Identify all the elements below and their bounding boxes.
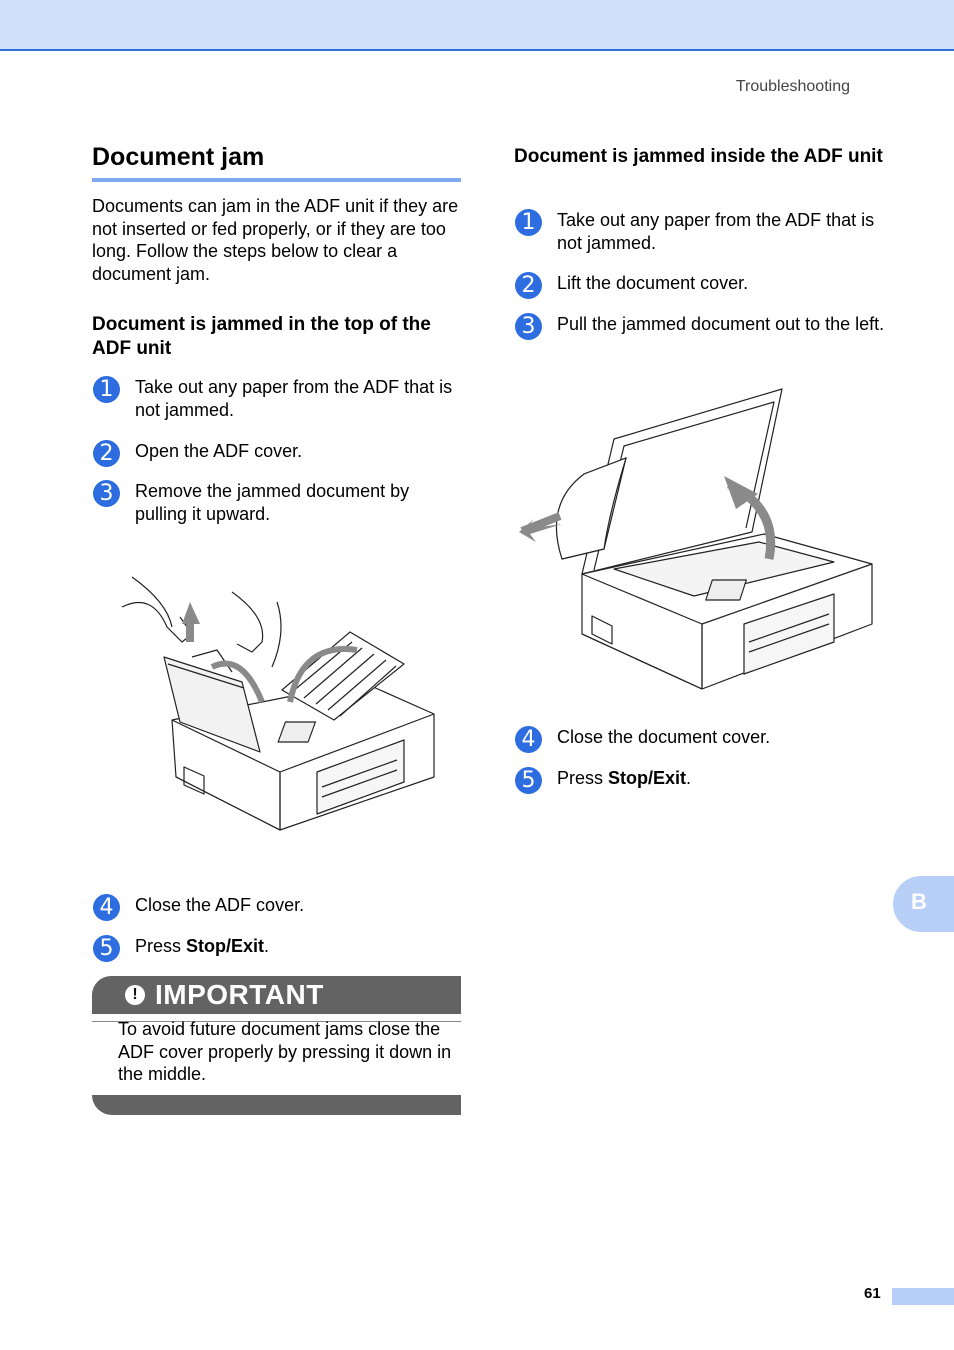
step-number-badge: 3 bbox=[93, 480, 120, 507]
step-number-badge: 1 bbox=[93, 376, 120, 403]
document-cover-illustration bbox=[519, 388, 873, 690]
step-number-badge: 5 bbox=[515, 767, 542, 794]
step-number-badge: 3 bbox=[515, 313, 542, 340]
left-step-4: 4 Close the ADF cover. bbox=[93, 894, 463, 921]
important-divider bbox=[92, 1021, 461, 1022]
step-text: Remove the jammed document by pulling it… bbox=[135, 481, 410, 524]
left-step-5: 5 Press Stop/Exit. bbox=[93, 935, 463, 962]
page-number: 61 bbox=[864, 1285, 881, 1302]
right-step-3: 3 Pull the jammed document out to the le… bbox=[515, 313, 885, 340]
left-step-3: 3 Remove the jammed document by pulling … bbox=[93, 480, 463, 525]
step-number-badge: 1 bbox=[515, 209, 542, 236]
section-title: Document jam bbox=[92, 143, 461, 182]
left-step-1: 1 Take out any paper from the ADF that i… bbox=[93, 376, 463, 421]
important-title: IMPORTANT bbox=[155, 979, 324, 1010]
intro-paragraph: Documents can jam in the ADF unit if the… bbox=[92, 196, 459, 284]
step-number-badge: 2 bbox=[515, 272, 542, 299]
chapter-tab-letter: B bbox=[911, 889, 927, 914]
step-text-suffix: . bbox=[264, 936, 270, 956]
step-text: Close the document cover. bbox=[557, 727, 771, 747]
running-title: Troubleshooting bbox=[735, 78, 850, 95]
right-step-4: 4 Close the document cover. bbox=[515, 726, 885, 753]
subheading-inside-adf: Document is jammed inside the ADF unit bbox=[514, 146, 883, 167]
important-footer-bar bbox=[92, 1095, 461, 1115]
step-text: Take out any paper from the ADF that is … bbox=[135, 377, 453, 420]
important-text: To avoid future document jams close the … bbox=[118, 1019, 452, 1084]
step-number-badge: 4 bbox=[515, 726, 542, 753]
adf-cover-illustration bbox=[121, 576, 435, 831]
step-text: Open the ADF cover. bbox=[135, 441, 303, 461]
step-text-suffix: . bbox=[686, 768, 692, 788]
step-text-prefix: Press bbox=[135, 936, 187, 956]
step-text-prefix: Press bbox=[557, 768, 609, 788]
subheading-top-adf: Document is jammed in the top of the ADF… bbox=[92, 314, 431, 359]
step-text: Pull the jammed document out to the left… bbox=[557, 314, 885, 334]
chapter-tab: B bbox=[893, 876, 954, 932]
step-number-badge: 4 bbox=[93, 894, 120, 921]
step-text: Press Stop/Exit. bbox=[557, 767, 691, 790]
right-step-2: 2 Lift the document cover. bbox=[515, 272, 885, 299]
header-band bbox=[0, 0, 954, 51]
stop-exit-key: Stop/Exit bbox=[608, 768, 687, 788]
step-number-badge: 5 bbox=[93, 935, 120, 962]
important-header: ! IMPORTANT bbox=[92, 976, 461, 1014]
page-number-bar bbox=[892, 1288, 954, 1305]
left-step-2: 2 Open the ADF cover. bbox=[93, 440, 463, 467]
right-step-1: 1 Take out any paper from the ADF that i… bbox=[515, 209, 885, 254]
step-number-badge: 2 bbox=[93, 440, 120, 467]
step-text: Take out any paper from the ADF that is … bbox=[557, 210, 875, 253]
right-step-5: 5 Press Stop/Exit. bbox=[515, 767, 885, 794]
stop-exit-key: Stop/Exit bbox=[186, 936, 265, 956]
step-text: Lift the document cover. bbox=[557, 273, 749, 293]
exclamation-icon: ! bbox=[125, 985, 145, 1005]
step-text: Press Stop/Exit. bbox=[135, 935, 269, 958]
step-text: Close the ADF cover. bbox=[135, 895, 305, 915]
